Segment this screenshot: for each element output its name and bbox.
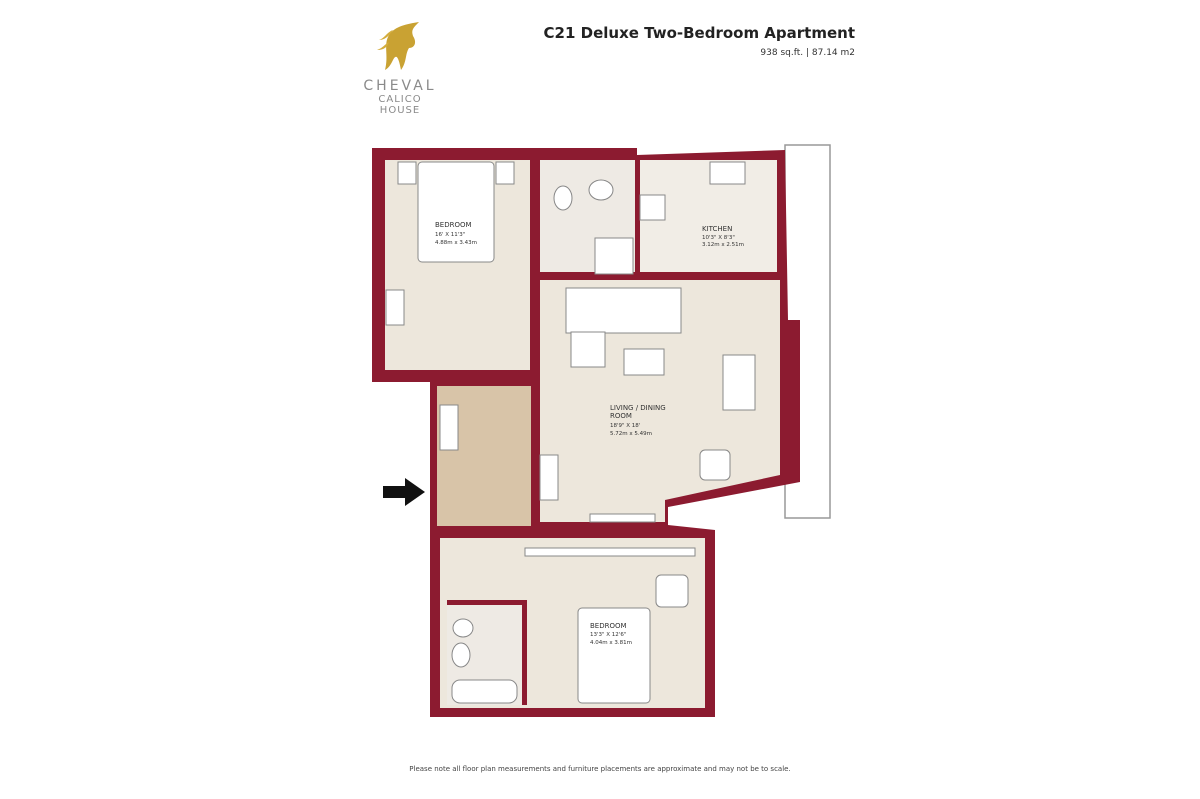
room-size-metric: 4.88m x 3.43m bbox=[435, 240, 477, 246]
room-name-2: ROOM bbox=[610, 412, 632, 420]
brand-name: CHEVAL bbox=[363, 78, 437, 94]
wardrobe bbox=[524, 547, 696, 557]
room-size-metric: 4.04m x 3.81m bbox=[590, 640, 632, 646]
brand-logo: CHEVAL CALICO HOUSE bbox=[360, 20, 440, 116]
nightstand bbox=[495, 161, 515, 185]
nightstand bbox=[397, 161, 417, 185]
unicorn-icon bbox=[377, 22, 419, 70]
armchair-2 bbox=[655, 574, 689, 608]
room-name: KITCHEN bbox=[702, 225, 732, 233]
room-size-imperial: 18'9" X 18' bbox=[610, 423, 640, 429]
label-bg bbox=[585, 618, 643, 648]
tv-unit bbox=[589, 513, 656, 523]
room-label-bedroom-2: BEDROOM 13'3" X 12'6" 4.04m x 3.81m bbox=[585, 618, 643, 648]
console bbox=[439, 404, 459, 451]
room-size-metric: 5.72m x 5.49m bbox=[610, 431, 652, 437]
kitchen-sink bbox=[709, 161, 746, 185]
bathtub bbox=[451, 679, 518, 704]
room-name: BEDROOM bbox=[590, 622, 627, 630]
room-size-imperial: 16' X 11'3" bbox=[435, 232, 465, 238]
room-size-metric: 3.12m x 2.51m bbox=[702, 242, 744, 248]
sink-2 bbox=[452, 618, 474, 638]
sofa bbox=[565, 287, 682, 334]
sink bbox=[588, 179, 614, 201]
wall bbox=[447, 600, 527, 605]
room-size-imperial: 13'3" X 12'6" bbox=[590, 632, 626, 638]
room-label-living: LIVING / DINING ROOM 18'9" X 18' 5.72m x… bbox=[610, 404, 666, 437]
room-label-kitchen: KITCHEN 10'3" X 8'3" 3.12m x 2.51m bbox=[702, 225, 744, 248]
room-label-bedroom-1: BEDROOM 16' X 11'3" 4.88m x 3.43m bbox=[435, 221, 477, 246]
coffee-table bbox=[623, 348, 665, 376]
room-name: LIVING / DINING bbox=[610, 404, 666, 412]
page-title: C21 Deluxe Two-Bedroom Apartment bbox=[543, 24, 855, 42]
brand-subtitle: CALICO HOUSE bbox=[378, 94, 422, 116]
armchair bbox=[699, 449, 731, 481]
room-size-imperial: 10'3" X 8'3" bbox=[702, 235, 735, 241]
toilet-2 bbox=[451, 642, 471, 668]
toilet bbox=[553, 185, 573, 211]
disclaimer: Please note all floor plan measurements … bbox=[409, 765, 791, 773]
desk-living bbox=[539, 454, 559, 501]
sofa-chaise bbox=[570, 331, 606, 368]
dining-table bbox=[722, 354, 756, 411]
area-label: 938 sq.ft. | 87.14 m2 bbox=[760, 48, 855, 58]
wall bbox=[522, 605, 527, 705]
hob bbox=[639, 194, 666, 221]
entrance-arrow-icon bbox=[383, 478, 425, 506]
shower bbox=[594, 237, 634, 275]
desk bbox=[385, 289, 405, 326]
bed-1 bbox=[417, 161, 495, 263]
room-name: BEDROOM bbox=[435, 221, 472, 229]
